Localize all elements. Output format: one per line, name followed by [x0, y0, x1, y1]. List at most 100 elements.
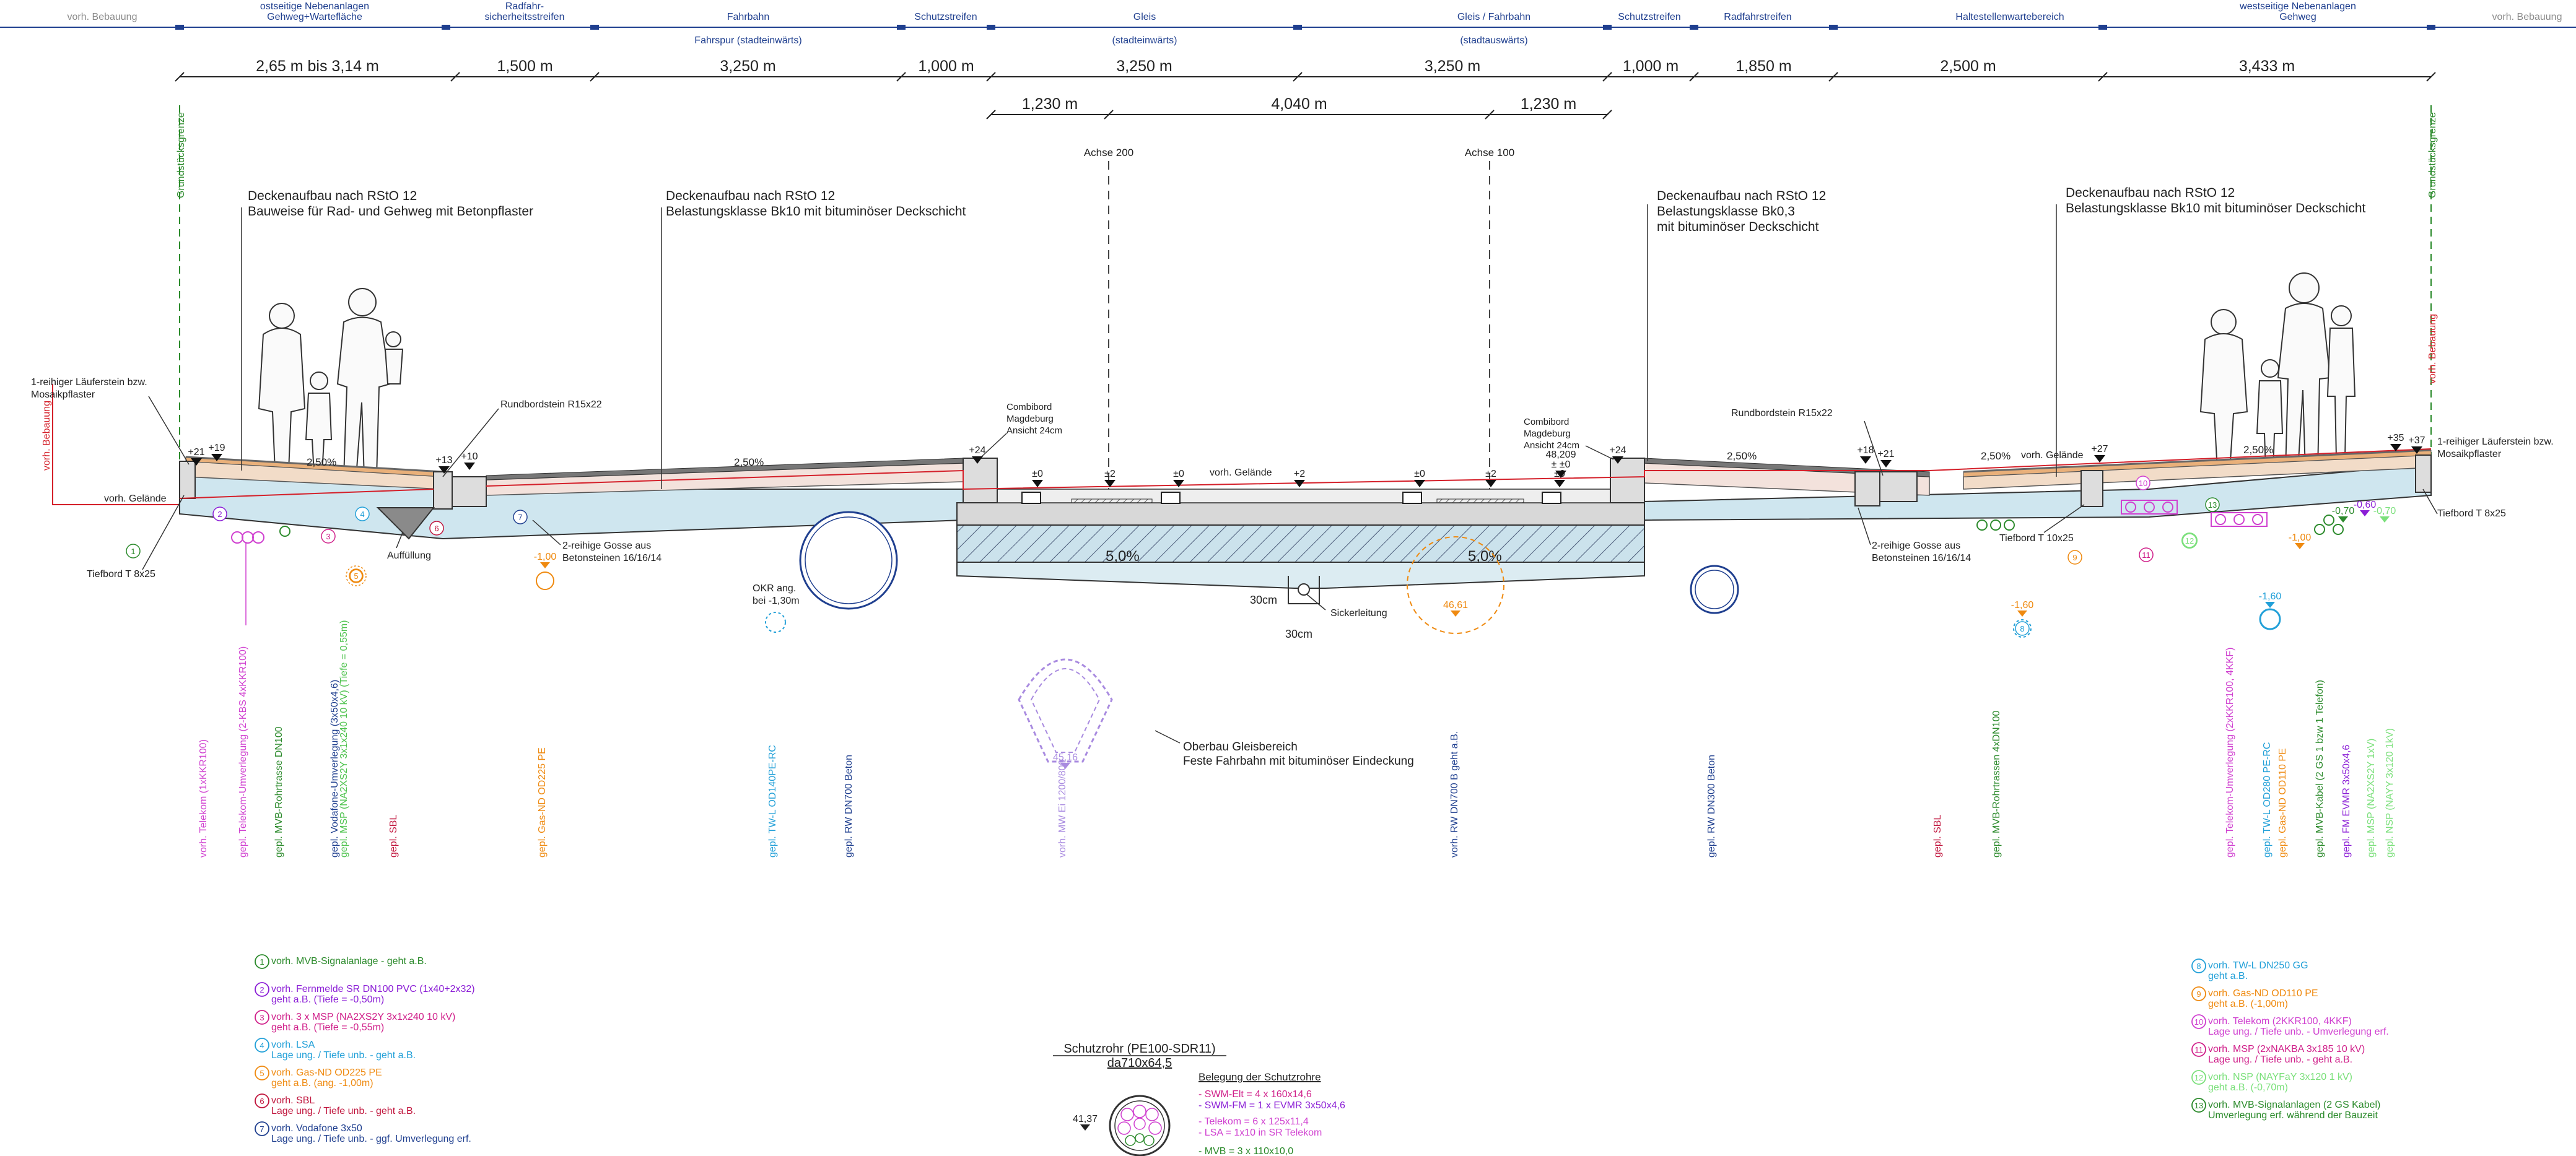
legend-number-badge: [255, 1066, 269, 1080]
callout-marker: [126, 544, 141, 558]
utility-label: gepl. TW-L OD140PE-RC: [767, 745, 778, 858]
dimension-tick: [1689, 72, 1699, 82]
legend-number-badge: [255, 954, 269, 969]
dimension-value: 3,433 m: [2239, 58, 2295, 75]
height-label: ±0: [1173, 469, 1184, 479]
note-gosse-right: Betonsteinen 16/16/14: [1872, 553, 1971, 563]
zone-label: Gleis / Fahrbahn: [1457, 12, 1530, 22]
callout-number: 6: [434, 524, 439, 533]
note-n3: Belastungsklasse Bk0,3: [1657, 204, 1795, 219]
legend-number: 5: [260, 1069, 264, 1078]
legend-line-2: geht a.B. (-0,70m): [2208, 1082, 2288, 1093]
height-label: ±0: [1414, 469, 1425, 479]
callout-number: 13: [2208, 500, 2217, 510]
zone-label: Gleis: [1133, 12, 1156, 22]
note-n4: Deckenaufbau nach RStO 12: [2066, 186, 2235, 200]
height-label: +24: [1609, 445, 1626, 456]
zone-label: Fahrbahn: [727, 12, 770, 22]
slope-label: 2,50%: [2243, 444, 2273, 456]
zone-divider-tick: [1829, 25, 1838, 30]
dimension-tick: [1602, 72, 1612, 82]
depth-label: -0,70: [2332, 506, 2355, 516]
depth-marker: [1451, 611, 1460, 617]
legend-line-1: vorh. SBL: [271, 1095, 315, 1106]
zone-divider-tick: [175, 25, 184, 30]
zone-divider-tick: [590, 25, 599, 30]
depth-label: 41,37: [1073, 1114, 1098, 1124]
height-label: +18: [1857, 445, 1874, 456]
depth-label: -1,60: [2259, 591, 2282, 602]
height-marker: [439, 466, 450, 474]
legend-number-badge: [2191, 986, 2206, 1001]
utility-label: gepl. Telekom-Umverlegung (2xKKR100, 4KK…: [2225, 648, 2235, 858]
legend-line-2: geht a.B. (Tiefe = -0,50m): [271, 994, 384, 1005]
height-marker: [1612, 456, 1623, 464]
utility-label: gepl. MVB-Rohrtrasse DN100: [274, 726, 284, 858]
utility-label: vorh. MW Ei 1200/800: [1057, 760, 1068, 858]
schutzrohr-row: - Telekom = 6 x 125x11,4: [1198, 1116, 1309, 1127]
height-label: +24: [969, 445, 985, 456]
dimension-tick: [1293, 72, 1303, 82]
height-marker: [1555, 471, 1566, 478]
legend-line-1: vorh. LSA: [271, 1040, 315, 1050]
legend-number: 1: [260, 957, 264, 967]
depth-label: -1,00: [2289, 532, 2312, 543]
note-n1: Bauweise für Rad- und Gehweg mit Betonpf…: [248, 204, 533, 219]
dimension-tick: [2098, 72, 2108, 82]
belegung-heading: Belegung der Schutzrohre: [1198, 1071, 1321, 1083]
property-boundaries: Grundstücksgrenze Grundstücksgrenze vorh…: [41, 105, 2438, 505]
note-dim30a: 30cm: [1250, 594, 1277, 606]
depth-marker: [1080, 1124, 1090, 1131]
dimension-tick: [896, 72, 906, 82]
track-dimension-value: 1,230 m: [1022, 95, 1078, 113]
callout-number: 10: [2139, 479, 2147, 488]
legend-number-badge: [2191, 1098, 2206, 1113]
dimension-value: 1,500 m: [497, 58, 552, 75]
legend-line-2: geht a.B. (Tiefe = -0,55m): [271, 1022, 384, 1033]
dimension-value: 3,250 m: [1116, 58, 1172, 75]
dimension-tick: [1602, 110, 1612, 120]
height-marker: [1485, 480, 1496, 487]
zone-label: Gehweg+Wartefläche: [267, 12, 362, 22]
legend-number-badge: [255, 1093, 269, 1108]
note-gosse-right: 2-reihige Gosse aus: [1872, 541, 1960, 551]
zone-label: sicherheitsstreifen: [485, 12, 565, 22]
legend-line-2: Lage ung. / Tiefe unb. - geht a.B.: [2208, 1054, 2352, 1065]
utility-label: gepl. SBL: [1932, 815, 1943, 858]
height-marker: [1032, 480, 1043, 487]
note-tiefbord-left: Tiefbord T 8x25: [87, 569, 155, 580]
legend-number-badge: [255, 1121, 269, 1136]
note-rundbord-left: Rundbordstein R15x22: [500, 399, 602, 410]
depth-marker: [2338, 516, 2348, 523]
legend-line-2: Lage ung. / Tiefe unb. - geht a.B.: [271, 1050, 416, 1061]
schutzrohr-row: - MVB = 3 x 110x10,0: [1198, 1146, 1293, 1156]
callout-marker: [513, 510, 528, 524]
height-label: +21: [1877, 449, 1894, 459]
callout-marker: [2136, 476, 2150, 490]
schutzrohr-row: - LSA = 1x10 in SR Telekom: [1198, 1128, 1322, 1138]
height-marker: [211, 454, 222, 461]
depth-label: -1,60: [2011, 600, 2034, 611]
height-marker: [2390, 444, 2401, 451]
legend-number-badge: [255, 1010, 269, 1025]
pedestrians-right-illustration: [2199, 272, 2356, 471]
callout-number: 8: [2020, 624, 2024, 633]
note-laeufer-right: 1-reihiger Läuferstein bzw.: [2437, 437, 2554, 447]
dimension-tick: [1485, 110, 1495, 120]
legend-line-1: vorh. Gas-ND OD110 PE: [2208, 988, 2318, 999]
height-marker: [1880, 460, 1892, 467]
height-label: +2: [1294, 469, 1305, 479]
callout-number: 11: [2142, 550, 2150, 560]
slope-label: 5,0%: [1468, 548, 1502, 565]
zone-divider-tick: [2427, 25, 2435, 30]
legend-line-1: vorh. 3 x MSP (NA2XS2Y 3x1x240 10 kV): [271, 1012, 455, 1022]
note-n4: Belastungsklasse Bk10 mit bituminöser De…: [2066, 201, 2366, 215]
zone-label: Schutzstreifen: [914, 12, 977, 22]
zone-label: vorh. Bebauung: [2492, 12, 2562, 22]
note-auffuellung: Auffüllung: [387, 550, 431, 561]
subzone-label: Fahrspur (stadteinwärts): [694, 35, 801, 46]
dimension-value: 1,850 m: [1736, 58, 1791, 75]
